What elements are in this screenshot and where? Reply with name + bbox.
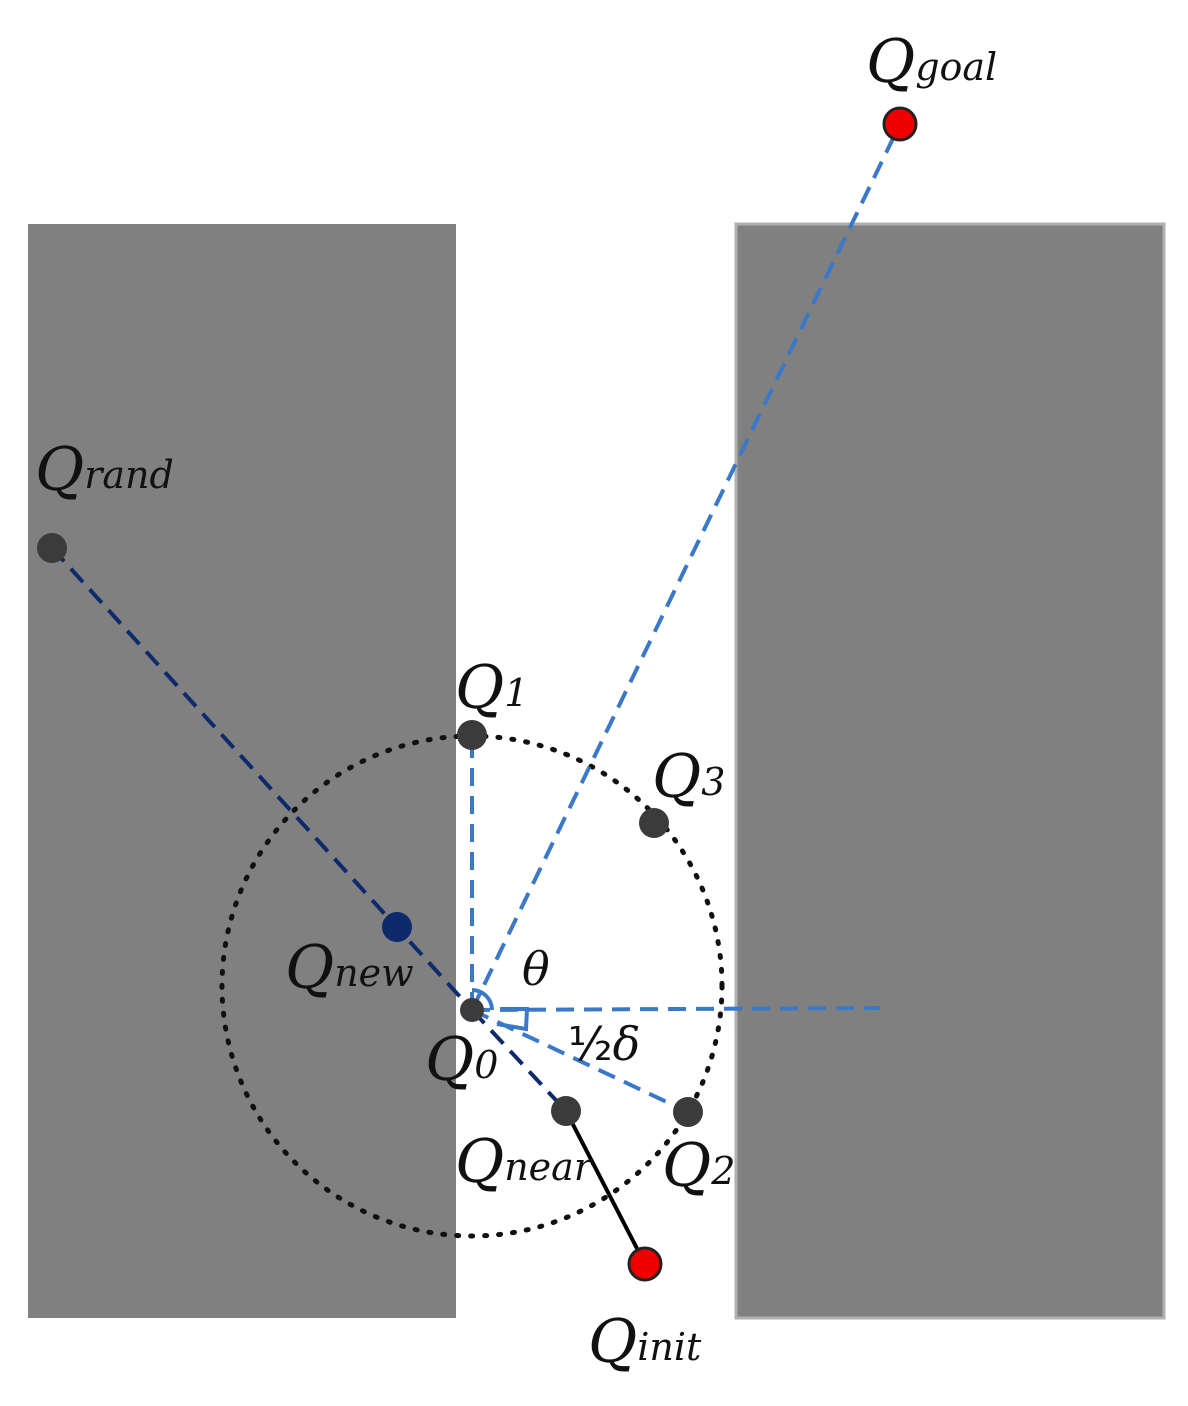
label-q-rand: Qrand <box>35 435 174 505</box>
node-q-init <box>627 1246 663 1282</box>
node-q-goal <box>882 106 918 142</box>
line-q0-qnear <box>470 1008 568 1113</box>
node-q-3 <box>639 808 669 838</box>
node-q-1 <box>457 720 487 750</box>
label-q-0: Q0 <box>425 1025 498 1095</box>
label-q-near: Qnear <box>455 1127 595 1197</box>
label-q-2: Q2 <box>662 1131 735 1201</box>
theta-angle-arc <box>471 988 494 1011</box>
half-delta-angle-arc <box>496 1007 530 1032</box>
horizontal-reference-line <box>471 1006 881 1012</box>
label-half-delta: ½δ <box>568 1017 640 1071</box>
node-q-rand <box>37 533 67 563</box>
node-q-2 <box>673 1097 703 1127</box>
label-q-goal: Qgoal <box>866 27 997 97</box>
node-q-0 <box>460 998 484 1022</box>
left-obstacle <box>28 224 456 1318</box>
node-q-new <box>382 912 412 942</box>
label-q-3: Q3 <box>652 742 725 812</box>
label-q-1: Q1 <box>455 653 528 723</box>
tree-edge-qnear-qinit <box>564 1110 647 1265</box>
node-q-near <box>551 1096 581 1126</box>
right-obstacle <box>734 222 1166 1320</box>
label-q-init: Qinit <box>588 1307 702 1377</box>
label-theta: θ <box>522 942 550 996</box>
label-q-new: Qnew <box>285 933 414 1003</box>
goal-direction-line <box>470 123 902 1011</box>
